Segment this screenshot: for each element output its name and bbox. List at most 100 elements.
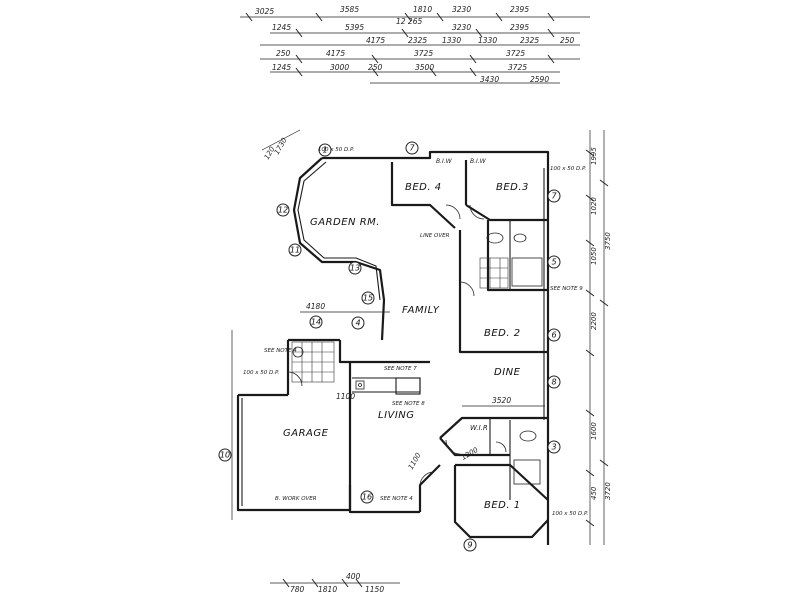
svg-text:9: 9 bbox=[467, 541, 472, 550]
door-bed2 bbox=[459, 281, 475, 297]
top-dim-1: 3025 bbox=[255, 7, 274, 16]
basin-icon bbox=[486, 232, 504, 244]
window-marker-10: 10 bbox=[218, 448, 232, 462]
room-label-bed1: BED. 1 bbox=[484, 500, 521, 511]
row2-dim-2: 5395 bbox=[345, 23, 364, 32]
window-marker-14: 14 bbox=[309, 315, 323, 329]
left-dim-3: 4180 bbox=[306, 302, 325, 311]
right-dim-5: 1600 bbox=[590, 422, 598, 440]
row6-dim-a: 3430 bbox=[480, 75, 499, 84]
room-label-bed4: BED. 4 bbox=[405, 182, 442, 193]
room-label-bir1: B.I.W bbox=[436, 158, 453, 165]
row4-dim-c: 3725 bbox=[506, 49, 525, 58]
door-bed4 bbox=[445, 204, 461, 220]
room-labels: BED. 4 BED.3 GARDEN RM. FAMILY BED. 2 DI… bbox=[283, 158, 528, 511]
window-marker-3: 3 bbox=[547, 440, 561, 454]
svg-text:4: 4 bbox=[355, 319, 360, 328]
toilet-icon bbox=[513, 233, 527, 243]
right-dim-7: 3750 bbox=[604, 232, 612, 250]
window-marker-4: 4 bbox=[351, 316, 365, 330]
window-markers: 7 1 12 11 13 15 14 4 5 6 8 3 7 9 10 16 bbox=[218, 141, 561, 552]
room-label-living: LIVING bbox=[378, 410, 415, 421]
top-dim-total: 12 265 bbox=[396, 17, 422, 26]
row6-dim-b: 2590 bbox=[530, 75, 549, 84]
cooktop-icon bbox=[355, 380, 365, 390]
svg-text:7: 7 bbox=[409, 144, 415, 153]
row5-dim-c: 250 bbox=[368, 63, 383, 72]
note-3: SEE NOTE 7 bbox=[384, 366, 417, 372]
row3-dim-e: 2325 bbox=[520, 36, 539, 45]
wet-area-tiling bbox=[291, 257, 509, 383]
window-marker-6: 6 bbox=[547, 328, 561, 342]
right-dim-3: 1050 bbox=[590, 247, 598, 265]
row2-dim-3: 3230 bbox=[452, 23, 471, 32]
window-marker-9: 9 bbox=[463, 538, 477, 552]
window-marker-7-top: 7 bbox=[405, 141, 419, 155]
row5-dim-e: 3725 bbox=[508, 63, 527, 72]
room-label-bed2: BED. 2 bbox=[484, 328, 521, 339]
row3-dim-c: 1330 bbox=[442, 36, 461, 45]
row3-dim-a: 4175 bbox=[366, 36, 385, 45]
window-marker-7-right: 7 bbox=[547, 189, 561, 203]
room-label-garden: GARDEN RM. bbox=[310, 217, 380, 228]
doors bbox=[287, 204, 507, 487]
note-5: 100 x 50 D.P. bbox=[243, 370, 280, 376]
ensuite-shower-icon bbox=[513, 459, 541, 485]
door-bed1 bbox=[445, 439, 461, 455]
svg-text:8: 8 bbox=[551, 378, 556, 387]
svg-text:5: 5 bbox=[551, 258, 556, 267]
svg-text:1: 1 bbox=[322, 146, 327, 155]
top-dimension-chains: 3025 3585 1810 3230 2395 12 265 1245 539… bbox=[240, 5, 590, 84]
right-dim-8: 3720 bbox=[604, 482, 612, 500]
row5-dim-b: 3000 bbox=[330, 63, 349, 72]
note-8: LINE OVER bbox=[420, 233, 450, 239]
window-marker-8: 8 bbox=[547, 375, 561, 389]
bottom-dim-3: 400 bbox=[346, 572, 361, 581]
svg-text:12: 12 bbox=[278, 206, 288, 215]
window-marker-16: 16 bbox=[360, 490, 374, 504]
svg-text:3: 3 bbox=[551, 443, 556, 452]
row3-dim-f: 250 bbox=[560, 36, 575, 45]
row5-dim-d: 3500 bbox=[415, 63, 434, 72]
door-bed3 bbox=[469, 204, 485, 220]
row2-dim-4: 2395 bbox=[510, 23, 529, 32]
note-10: 100 x 50 D.P. bbox=[550, 166, 587, 172]
bottom-dim-2: 1810 bbox=[318, 585, 337, 594]
note-6: SEE NOTE 4 bbox=[264, 348, 297, 354]
inner-dimensions: 3520 1100 1100 1200 bbox=[336, 392, 545, 471]
svg-text:15: 15 bbox=[363, 294, 373, 303]
left-dim-2: 1730 bbox=[273, 136, 289, 156]
bottom-dim-1: 780 bbox=[290, 585, 305, 594]
fixtures bbox=[292, 232, 543, 485]
row4-dim-a: 250 bbox=[276, 49, 291, 58]
room-label-wir: W.I.R bbox=[470, 424, 488, 432]
note-11: 100 x 50 D.P. bbox=[552, 511, 589, 517]
svg-text:7: 7 bbox=[551, 192, 557, 201]
bottom-dimensions: 780 1810 400 1150 bbox=[270, 572, 400, 594]
window-marker-15: 15 bbox=[361, 291, 375, 305]
right-dim-4: 2200 bbox=[590, 312, 598, 330]
room-label-garage: GARAGE bbox=[283, 428, 329, 439]
door-ensuite bbox=[495, 441, 507, 453]
row3-dim-b: 2325 bbox=[408, 36, 427, 45]
notes: 100 x 50 D.P. SEE NOTE 9 SEE NOTE 7 SEE … bbox=[243, 147, 589, 517]
note-7: B. WORK OVER bbox=[275, 496, 317, 502]
laundry-tub-icon bbox=[292, 346, 304, 358]
window-marker-12: 12 bbox=[276, 203, 290, 217]
right-dim-6: 450 bbox=[590, 486, 598, 500]
top-dim-5: 2395 bbox=[510, 5, 529, 14]
window-marker-11: 11 bbox=[288, 243, 302, 257]
bottom-dim-4: 1150 bbox=[365, 585, 384, 594]
top-dim-3: 1810 bbox=[413, 5, 432, 14]
right-dimension-chain: 1995 1020 1050 2200 1600 450 3750 3720 bbox=[585, 130, 612, 545]
inner-dim-2: 1100 bbox=[336, 392, 355, 401]
svg-text:14: 14 bbox=[311, 318, 321, 327]
door-laundry bbox=[287, 371, 303, 387]
right-dim-2: 1020 bbox=[590, 197, 598, 215]
top-dim-4: 3230 bbox=[452, 5, 471, 14]
note-2: SEE NOTE 9 bbox=[550, 286, 583, 292]
inner-dim-3: 1100 bbox=[407, 451, 423, 471]
ensuite-basin-icon bbox=[519, 430, 537, 442]
note-9: SEE NOTE 4 bbox=[380, 496, 413, 502]
